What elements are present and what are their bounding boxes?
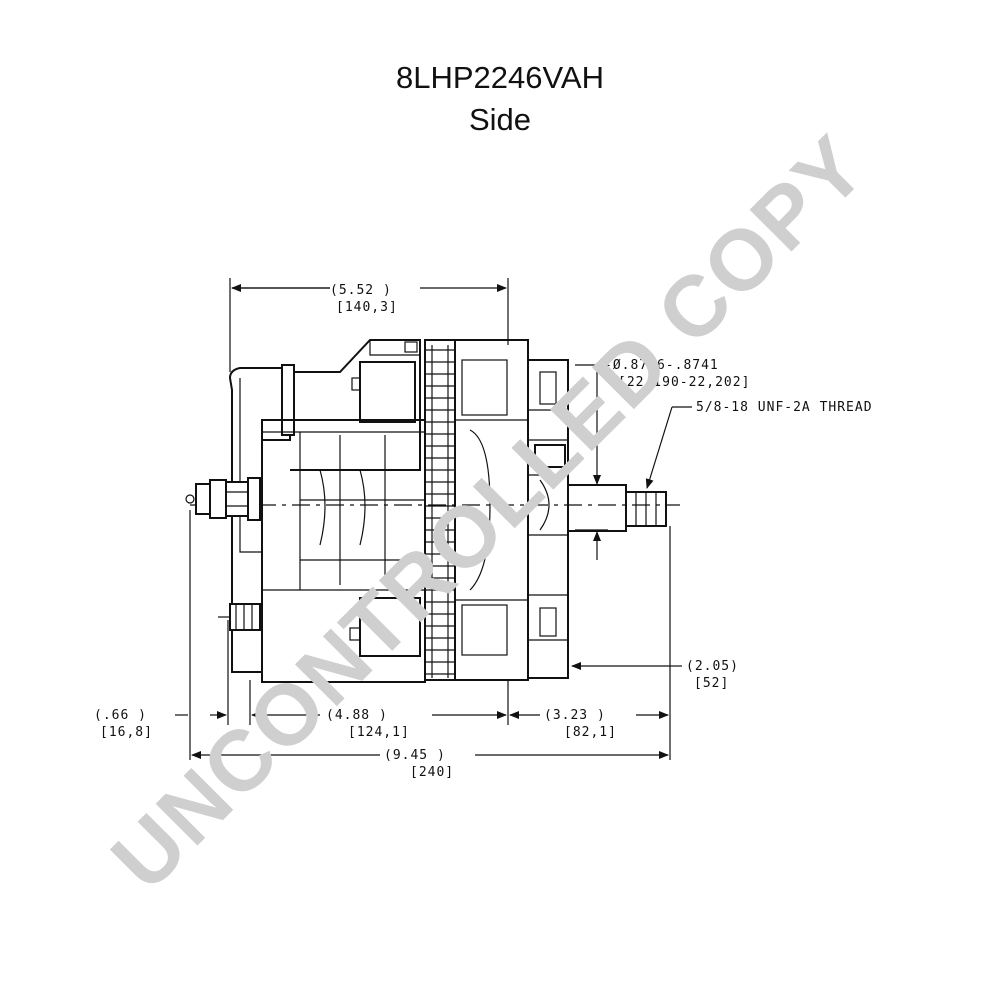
top-width-metric: [140,3] [336,300,398,315]
overall-length-imperial: (9.45 ) [384,748,446,763]
front-length-imperial: (3.23 ) [544,708,606,723]
thread-spec: 5/8-18 UNF-2A THREAD [696,400,873,415]
upper-terminal-stud [185,477,261,521]
model-number: 8LHP2246VAH [396,60,604,95]
lower-terminal-stud [218,603,261,631]
overall-length-metric: [240] [410,765,454,780]
shaft-length-imperial: (2.05) [686,659,739,674]
front-length-metric: [82,1] [564,725,617,740]
shaft-length-metric: [52] [694,676,729,691]
body-length-metric: [124,1] [348,725,410,740]
view-label: Side [468,102,532,137]
fan-teeth [425,345,455,678]
shaft-diameter-metric: [22,190-22,202] [618,375,750,390]
top-width-imperial: (5.52 ) [330,283,392,298]
dimension-lines [175,278,692,760]
terminal-offset-metric: [16,8] [100,725,153,740]
terminal-offset-imperial: (.66 ) [94,708,147,723]
shaft-diameter-imperial: -Ø.8736-.8741 [604,358,719,373]
body-length-imperial: (4.88 ) [326,708,388,723]
